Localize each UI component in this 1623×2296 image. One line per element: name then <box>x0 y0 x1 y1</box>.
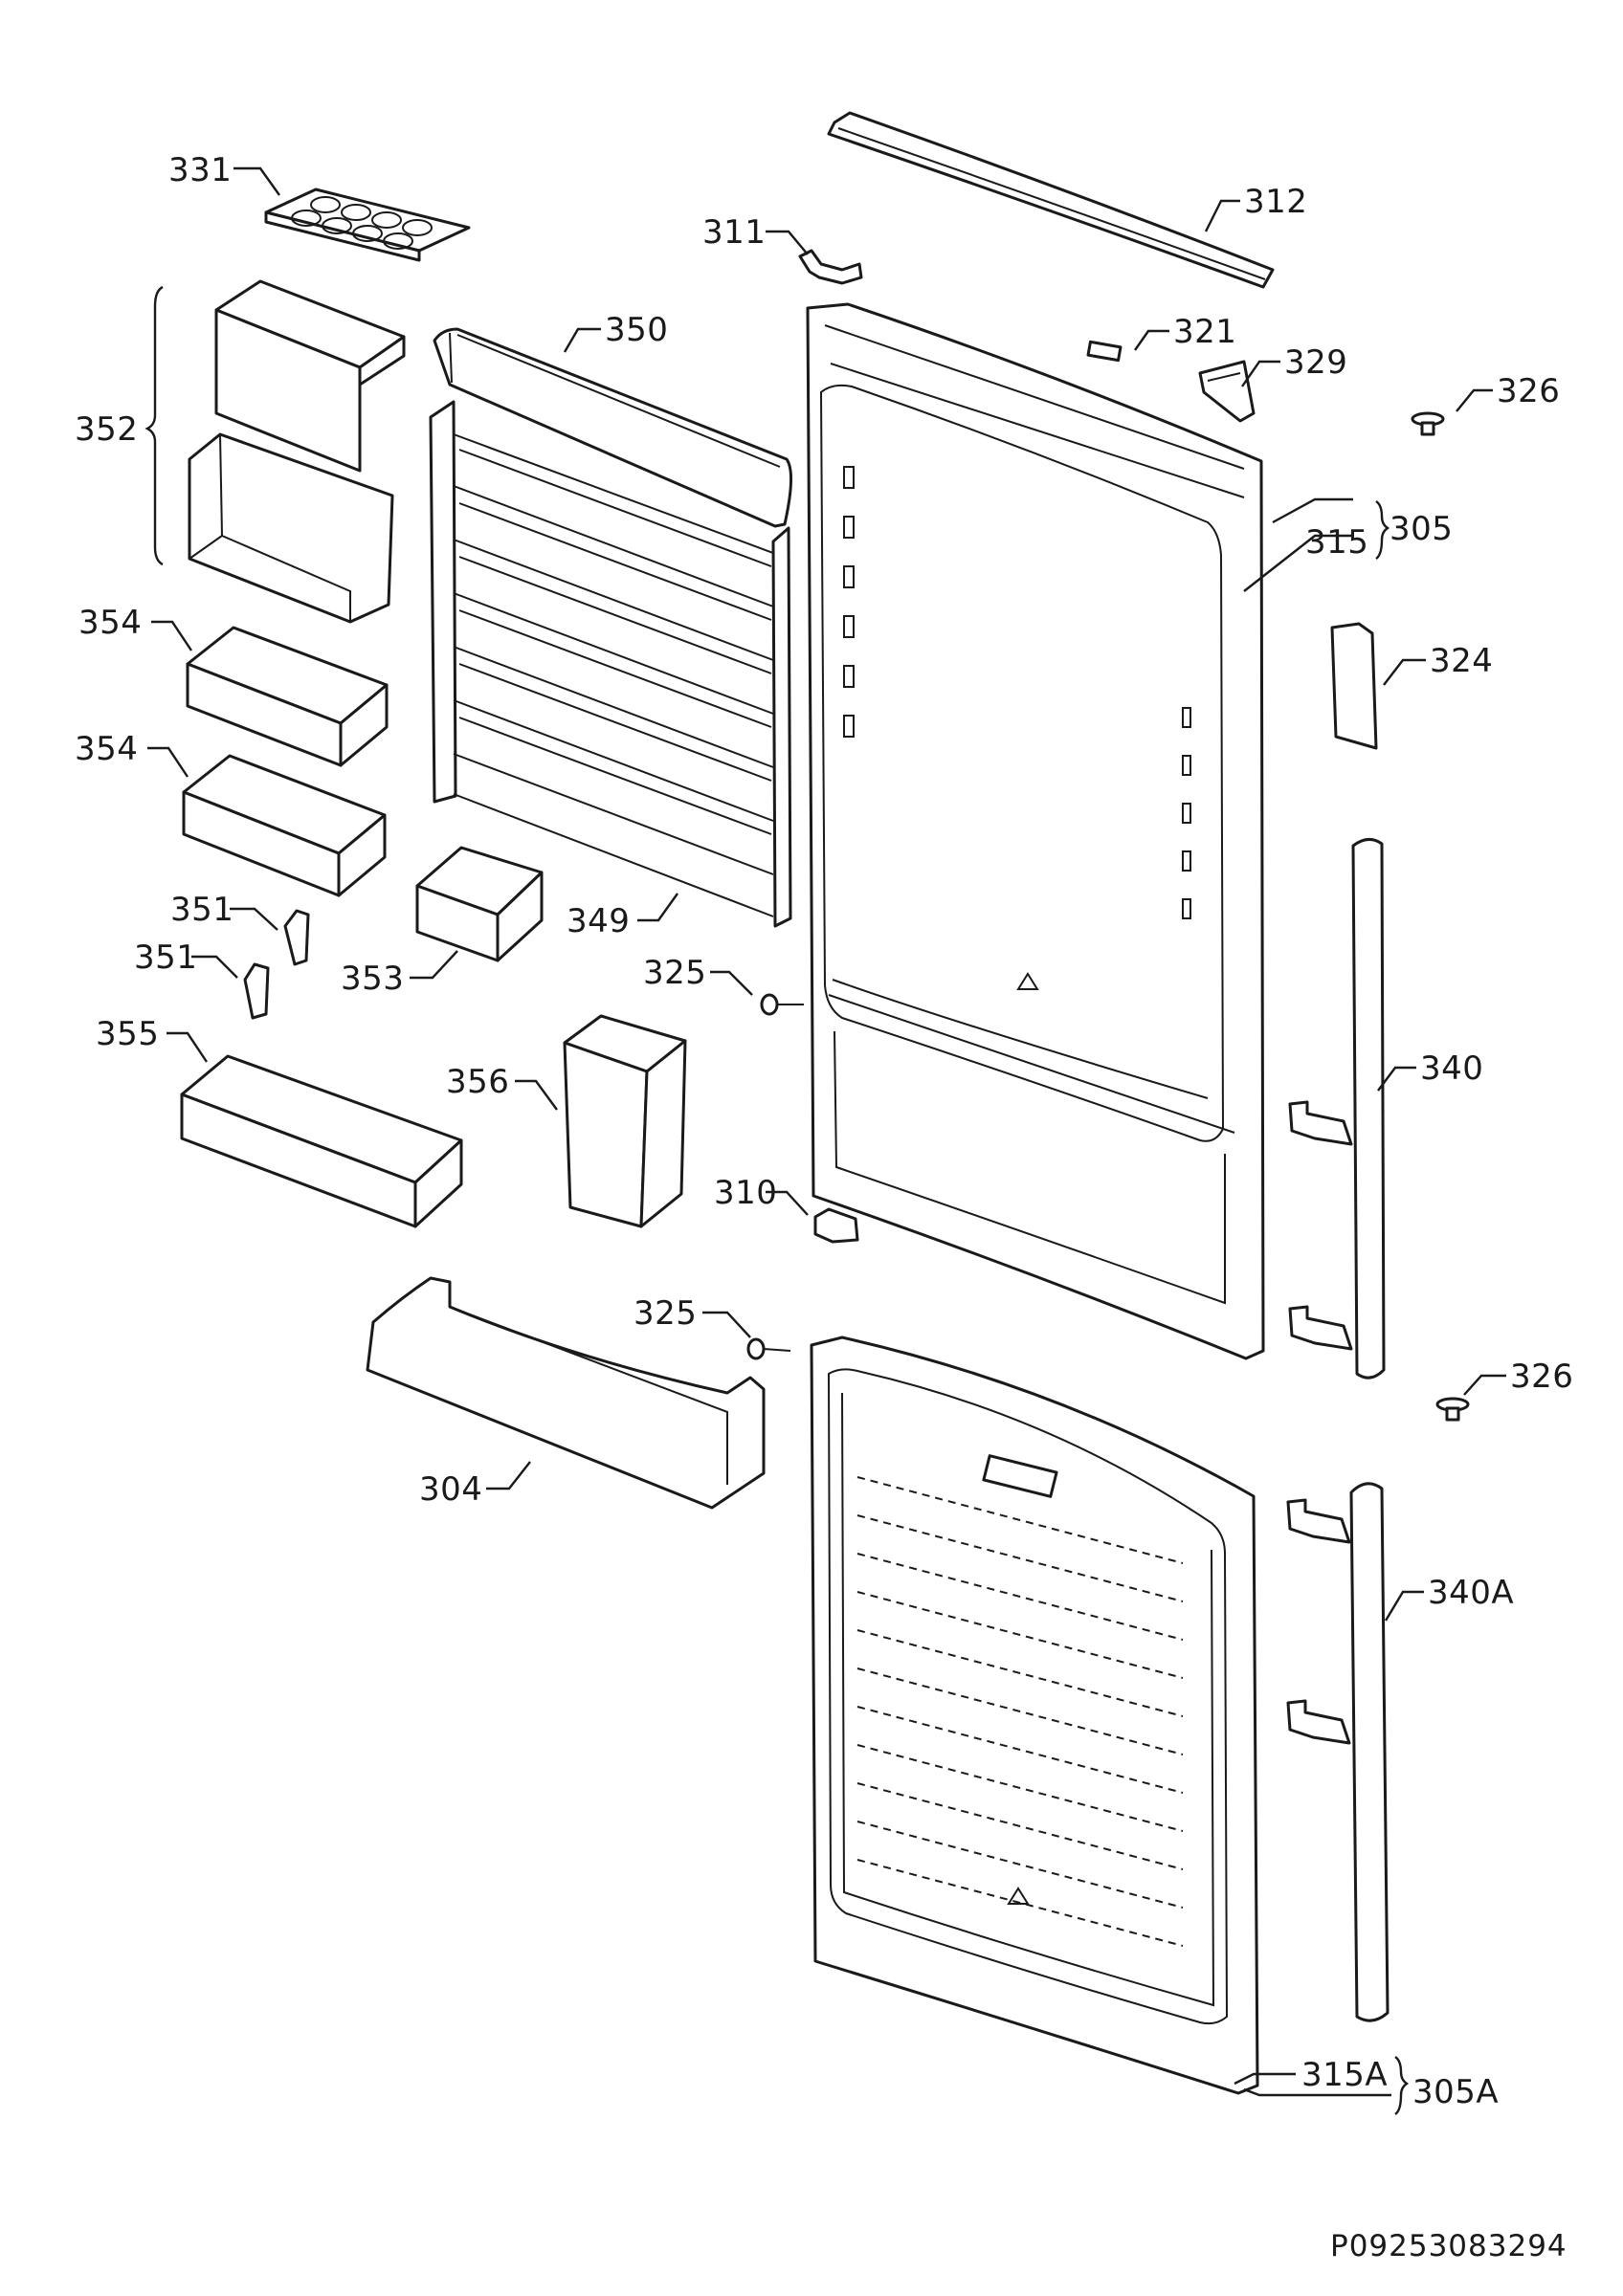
label-305A: 305A <box>1412 2073 1499 2111</box>
label-354-lower: 354 <box>75 730 138 768</box>
label-326-lower: 326 <box>1510 1358 1573 1396</box>
part-305-upper-door <box>806 302 1265 1360</box>
part-321 <box>1086 340 1123 363</box>
label-315: 315 <box>1305 523 1368 562</box>
part-350-profile <box>433 327 793 528</box>
part-355-long-box <box>180 1054 463 1228</box>
label-304: 304 <box>419 1470 482 1509</box>
label-355: 355 <box>96 1015 159 1053</box>
part-312-top-trim <box>827 111 1275 289</box>
label-311: 311 <box>702 213 766 252</box>
part-354-box-upper <box>186 626 389 767</box>
label-305: 305 <box>1390 510 1453 548</box>
label-329: 329 <box>1284 343 1347 382</box>
label-353: 353 <box>341 960 404 998</box>
part-351-clip-lower <box>243 962 270 1020</box>
part-305A-lower-door <box>810 1336 1259 2095</box>
label-356: 356 <box>446 1063 509 1101</box>
part-304-door-balcony <box>366 1276 766 1510</box>
part-326-plug-upper <box>1411 411 1445 436</box>
label-350: 350 <box>605 311 668 349</box>
label-351-upper: 351 <box>170 891 233 929</box>
part-340A-handle-lower <box>1286 1482 1390 2022</box>
part-331-egg-tray <box>264 188 471 262</box>
label-352: 352 <box>75 410 138 449</box>
label-349: 349 <box>567 902 630 940</box>
part-325-screw-upper <box>760 993 804 1016</box>
part-353-small-box <box>415 846 544 962</box>
label-321: 321 <box>1173 313 1236 351</box>
label-312: 312 <box>1244 183 1307 221</box>
label-331: 331 <box>168 151 232 189</box>
part-352-box-with-lid <box>188 279 406 624</box>
part-310-block <box>813 1207 859 1244</box>
part-340-handle-upper <box>1288 838 1386 1380</box>
label-340: 340 <box>1420 1049 1483 1088</box>
part-311-clip <box>798 249 863 285</box>
label-326-upper: 326 <box>1497 372 1560 410</box>
part-351-clip-upper <box>283 909 310 966</box>
part-325-screw-lower <box>746 1337 791 1360</box>
label-351-lower: 351 <box>134 938 197 977</box>
part-356-container <box>563 1014 687 1228</box>
part-324-panel <box>1330 622 1378 750</box>
label-340A: 340A <box>1428 1574 1514 1612</box>
label-310: 310 <box>714 1174 777 1212</box>
label-315A: 315A <box>1301 2056 1388 2094</box>
label-324: 324 <box>1430 642 1493 680</box>
label-354-upper: 354 <box>78 604 142 642</box>
part-326-plug-lower <box>1435 1397 1470 1422</box>
label-325-upper: 325 <box>643 954 706 992</box>
part-354-box-lower <box>182 754 387 897</box>
part-349-shelf-frame <box>429 400 792 928</box>
document-code: P09253083294 <box>1330 2229 1567 2263</box>
leader-lines <box>145 166 1506 2115</box>
part-329-bracket <box>1198 360 1256 423</box>
label-325-lower: 325 <box>634 1294 697 1333</box>
